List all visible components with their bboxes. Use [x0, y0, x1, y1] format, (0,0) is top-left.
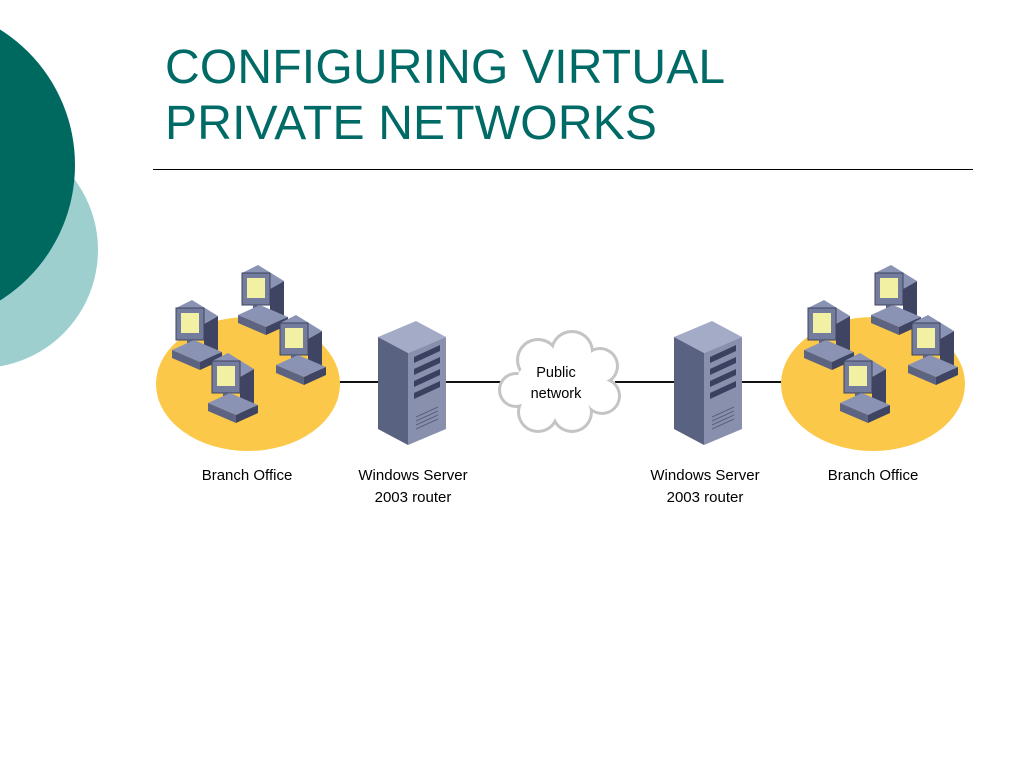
computer-icon: [171, 299, 223, 371]
right-router-label-line-1: Windows Server: [650, 467, 760, 484]
public-network-cloud-icon: [498, 330, 621, 433]
right-server-icon: [673, 320, 743, 446]
left-server-icon: [377, 320, 447, 446]
cloud-label-line-1: Public: [536, 365, 576, 381]
dark-circle: [0, 29, 75, 301]
right-branch-office-group: [781, 264, 965, 451]
title-rule: [153, 169, 973, 170]
cloud-label-line-2: network: [530, 386, 582, 402]
slide-title: CONFIGURING VIRTUAL PRIVATE NETWORKS: [165, 40, 925, 152]
left-router-label-line-2: 2003 router: [374, 489, 452, 506]
left-branch-office-group: [156, 264, 340, 451]
computer-icon: [907, 314, 959, 386]
left-router-label: Windows Server 2003 router: [323, 465, 503, 509]
computer-icon: [275, 314, 327, 386]
left-branch-label: Branch Office: [201, 467, 293, 484]
left-router-label-line-1: Windows Server: [358, 467, 468, 484]
computer-icon: [803, 299, 855, 371]
right-router-label-line-2: 2003 router: [666, 489, 744, 506]
decorative-circles: [0, 29, 98, 367]
title-line-1: CONFIGURING VIRTUAL: [165, 41, 726, 94]
right-router-label: Windows Server 2003 router: [615, 465, 795, 509]
cloud-label: Public network: [501, 363, 611, 405]
right-branch-label: Branch Office: [827, 467, 919, 484]
title-line-2: PRIVATE NETWORKS: [165, 97, 658, 150]
